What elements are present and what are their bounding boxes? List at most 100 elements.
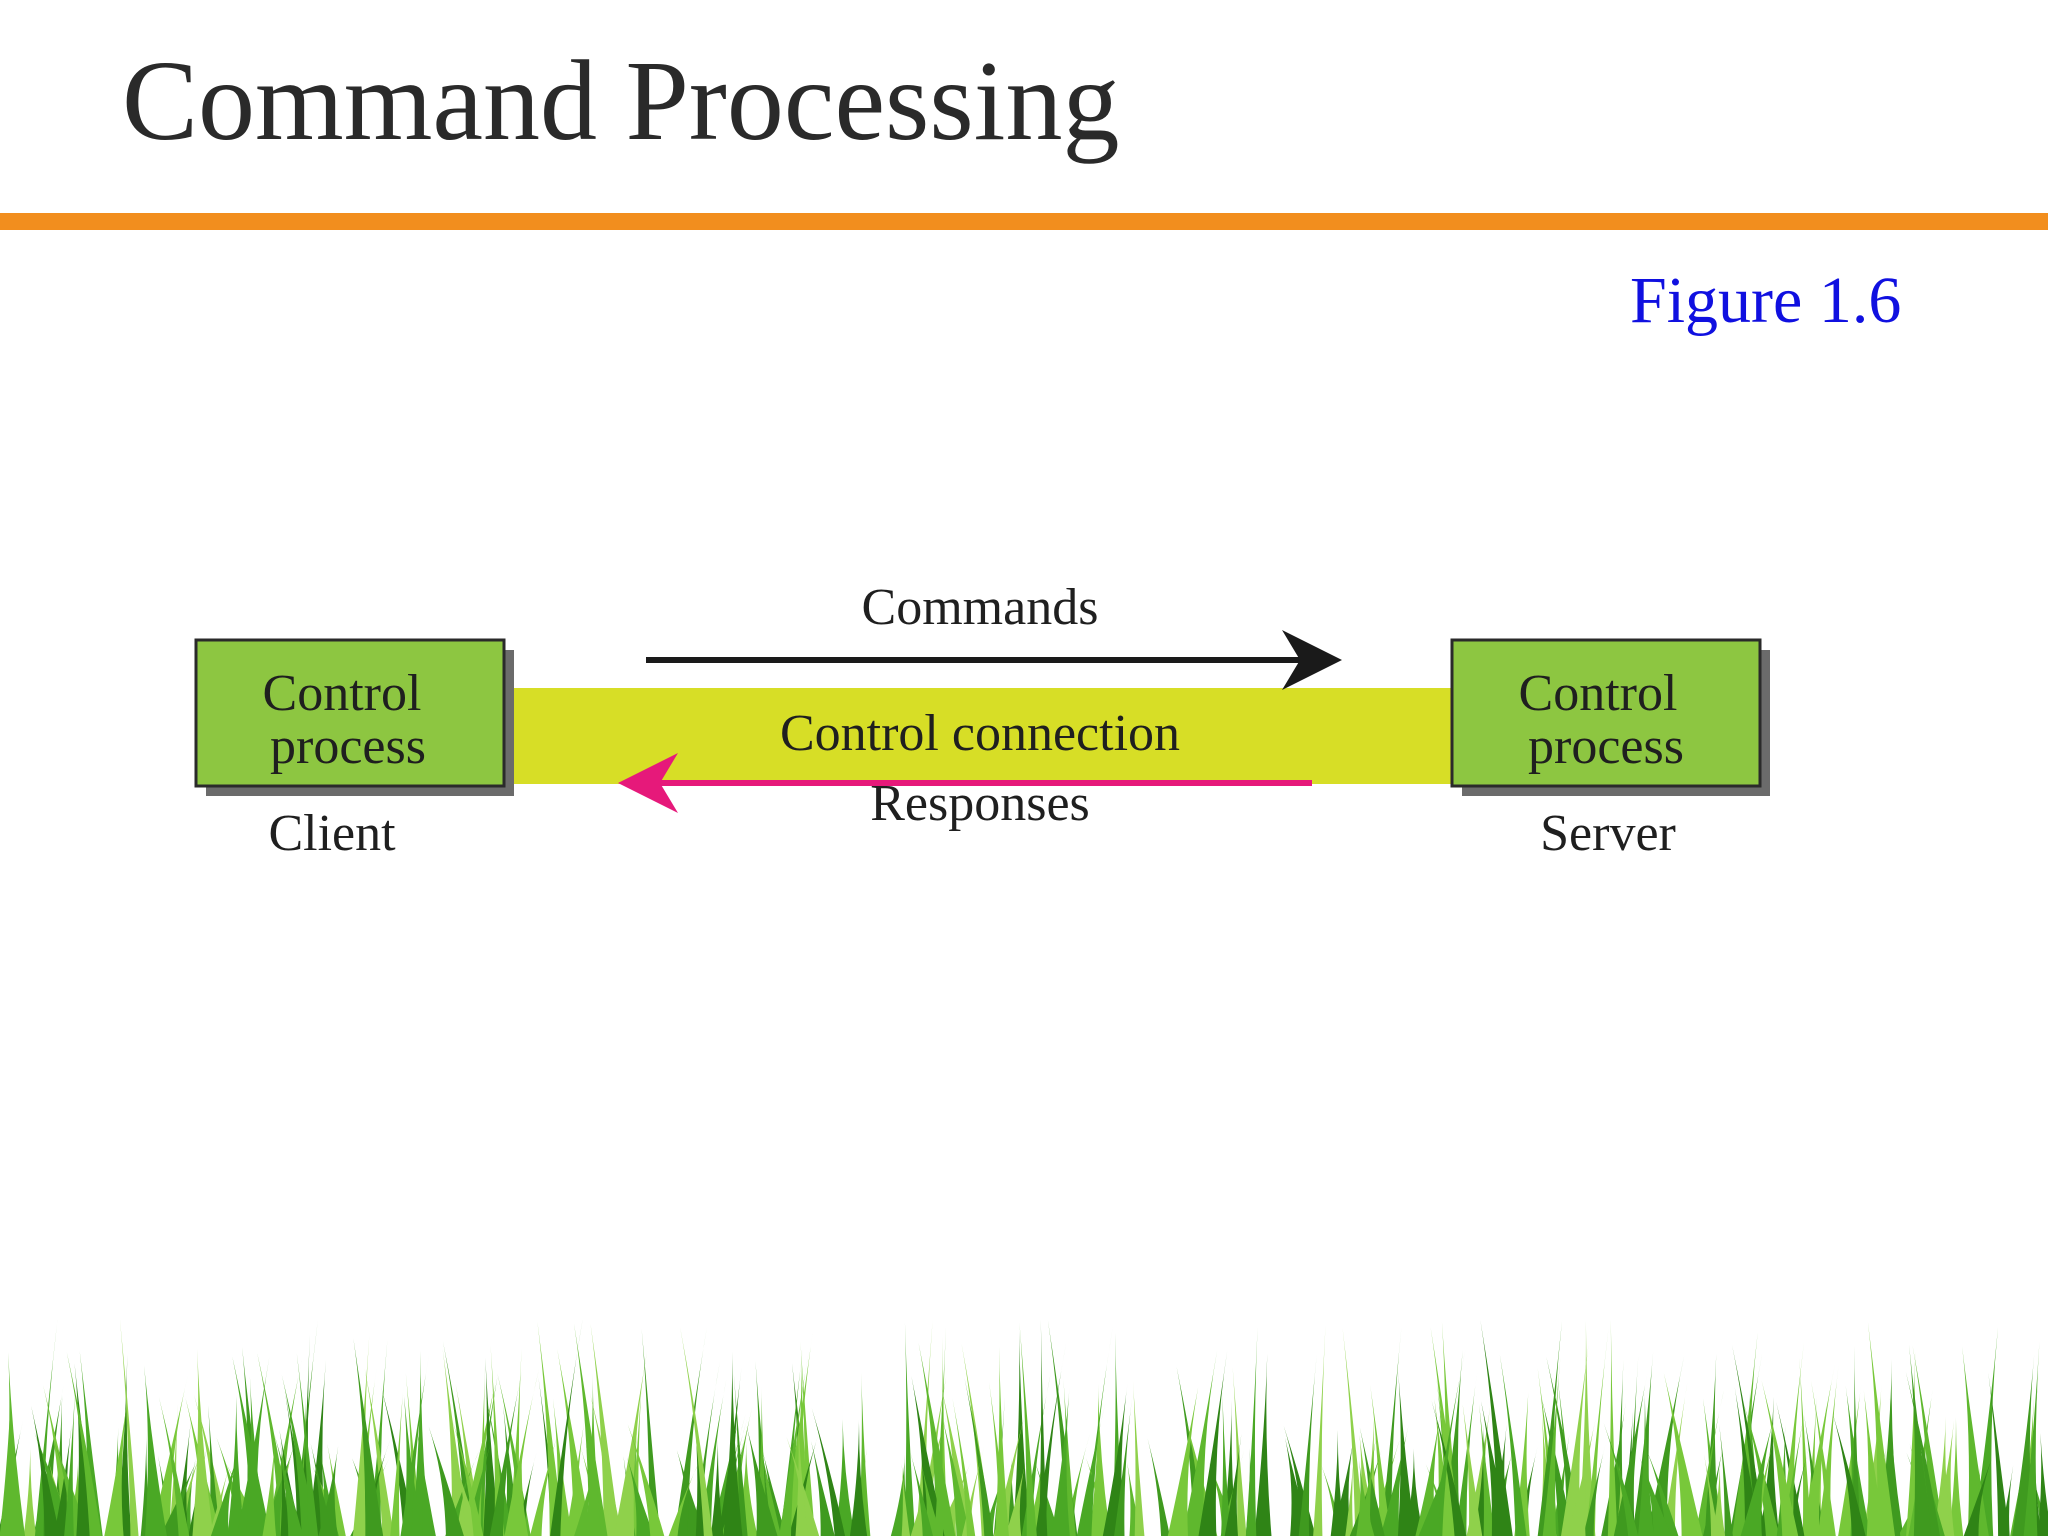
- grass-blade: [1167, 1375, 1201, 1536]
- grass-blade: [964, 1377, 994, 1536]
- grass-blade: [3, 1352, 26, 1536]
- grass-blade: [780, 1347, 804, 1536]
- grass-blade: [1380, 1326, 1402, 1536]
- grass-blade: [995, 1346, 1009, 1536]
- grass-blade: [589, 1392, 622, 1536]
- grass-blade: [910, 1452, 934, 1536]
- grass-blade: [74, 1363, 99, 1536]
- grass-blade: [1646, 1449, 1679, 1536]
- grass-blade: [786, 1436, 820, 1536]
- grass-blade: [1232, 1366, 1247, 1536]
- grass-blade: [1963, 1450, 1995, 1536]
- grass-blade: [227, 1392, 245, 1536]
- grass-blade: [246, 1376, 266, 1536]
- grass-blade: [1499, 1354, 1527, 1536]
- grass-blade: [369, 1340, 388, 1536]
- grass-blade: [723, 1351, 743, 1536]
- grass-blade: [483, 1357, 501, 1536]
- grass-blade: [1817, 1365, 1839, 1536]
- grass-blade: [503, 1405, 521, 1536]
- grass-blade: [1949, 1417, 1964, 1536]
- grass-blade: [1431, 1400, 1467, 1536]
- grass-blade: [1330, 1429, 1345, 1536]
- grass-blade: [1051, 1386, 1070, 1536]
- grass-blade: [23, 1446, 37, 1536]
- client-control-process-box: Control process: [194, 638, 514, 796]
- grass-blade: [1585, 1328, 1609, 1536]
- grass-blade: [261, 1438, 297, 1536]
- grass-blade: [1567, 1417, 1596, 1536]
- grass-blade: [936, 1463, 971, 1536]
- grass-blade: [509, 1447, 529, 1536]
- grass-blade: [66, 1351, 102, 1536]
- grass-blade: [1988, 1372, 2010, 1536]
- grass-blade: [614, 1350, 648, 1536]
- grass-blade: [64, 1382, 76, 1536]
- server-caption: Server: [1540, 805, 1676, 862]
- grass-blade: [451, 1418, 484, 1536]
- grass-blade: [1851, 1345, 1861, 1536]
- grass-blade: [34, 1320, 58, 1536]
- grass-blade: [53, 1425, 72, 1536]
- grass-blade: [31, 1405, 60, 1536]
- grass-blade: [1832, 1412, 1866, 1536]
- grass-blade: [1613, 1371, 1648, 1536]
- grass-blade: [710, 1436, 724, 1536]
- grass-blade: [1801, 1364, 1836, 1536]
- grass-blade: [150, 1375, 188, 1536]
- grass-blade: [693, 1406, 712, 1536]
- grass-blade: [1480, 1320, 1513, 1536]
- grass-blade: [296, 1353, 319, 1536]
- grass-blade: [1012, 1330, 1031, 1536]
- grass-blade: [192, 1349, 214, 1536]
- grass-decoration: [0, 1320, 2048, 1536]
- grass-blade: [811, 1407, 846, 1536]
- grass-blade: [1909, 1344, 1933, 1536]
- grass-blade: [1905, 1371, 1940, 1536]
- grass-blade: [1035, 1341, 1067, 1536]
- grass-blade: [1182, 1350, 1218, 1536]
- server-control-process-box: Control process: [1450, 638, 1770, 796]
- grass-blade: [940, 1411, 971, 1536]
- grass-blade: [1863, 1390, 1886, 1536]
- grass-blade: [550, 1320, 583, 1536]
- grass-blade: [918, 1342, 956, 1536]
- grass-blade: [1514, 1386, 1530, 1536]
- grass-blade: [1313, 1325, 1326, 1536]
- grass-blade: [1039, 1320, 1048, 1536]
- grass-blade: [835, 1419, 855, 1536]
- grass-blade: [1662, 1381, 1688, 1536]
- client-caption: Client: [268, 805, 396, 862]
- grass-blade: [1455, 1371, 1478, 1536]
- grass-blade: [2000, 1465, 2014, 1536]
- grass-blade: [565, 1414, 586, 1536]
- grass-blade: [1637, 1391, 1654, 1536]
- grass-blade: [504, 1368, 540, 1536]
- grass-blade: [627, 1457, 654, 1536]
- grass-blade: [280, 1441, 291, 1536]
- grass-blade: [1089, 1383, 1111, 1536]
- grass-blade: [1703, 1453, 1720, 1536]
- grass-blade: [1867, 1322, 1896, 1536]
- grass-blade: [274, 1434, 304, 1536]
- grass-blade: [364, 1368, 394, 1536]
- grass-blade: [1221, 1391, 1231, 1536]
- grass-blade: [390, 1383, 404, 1536]
- grass-blade: [1481, 1401, 1511, 1536]
- grass-blade: [262, 1435, 277, 1536]
- grass-blade: [590, 1323, 621, 1536]
- grass-blade: [1540, 1394, 1574, 1536]
- grass-blade: [557, 1348, 592, 1536]
- client-box-label-line1: Control: [263, 665, 422, 722]
- grass-blade: [733, 1373, 748, 1536]
- grass-blade: [1462, 1404, 1483, 1536]
- grass-blade: [573, 1323, 608, 1536]
- grass-blade: [208, 1463, 231, 1536]
- grass-blade: [1415, 1413, 1441, 1536]
- grass-blade: [1962, 1346, 1989, 1536]
- grass-blade: [352, 1335, 370, 1536]
- responses-label: Responses: [870, 775, 1090, 832]
- grass-blade: [674, 1326, 708, 1536]
- grass-blade: [552, 1398, 572, 1536]
- grass-blade: [1695, 1390, 1724, 1536]
